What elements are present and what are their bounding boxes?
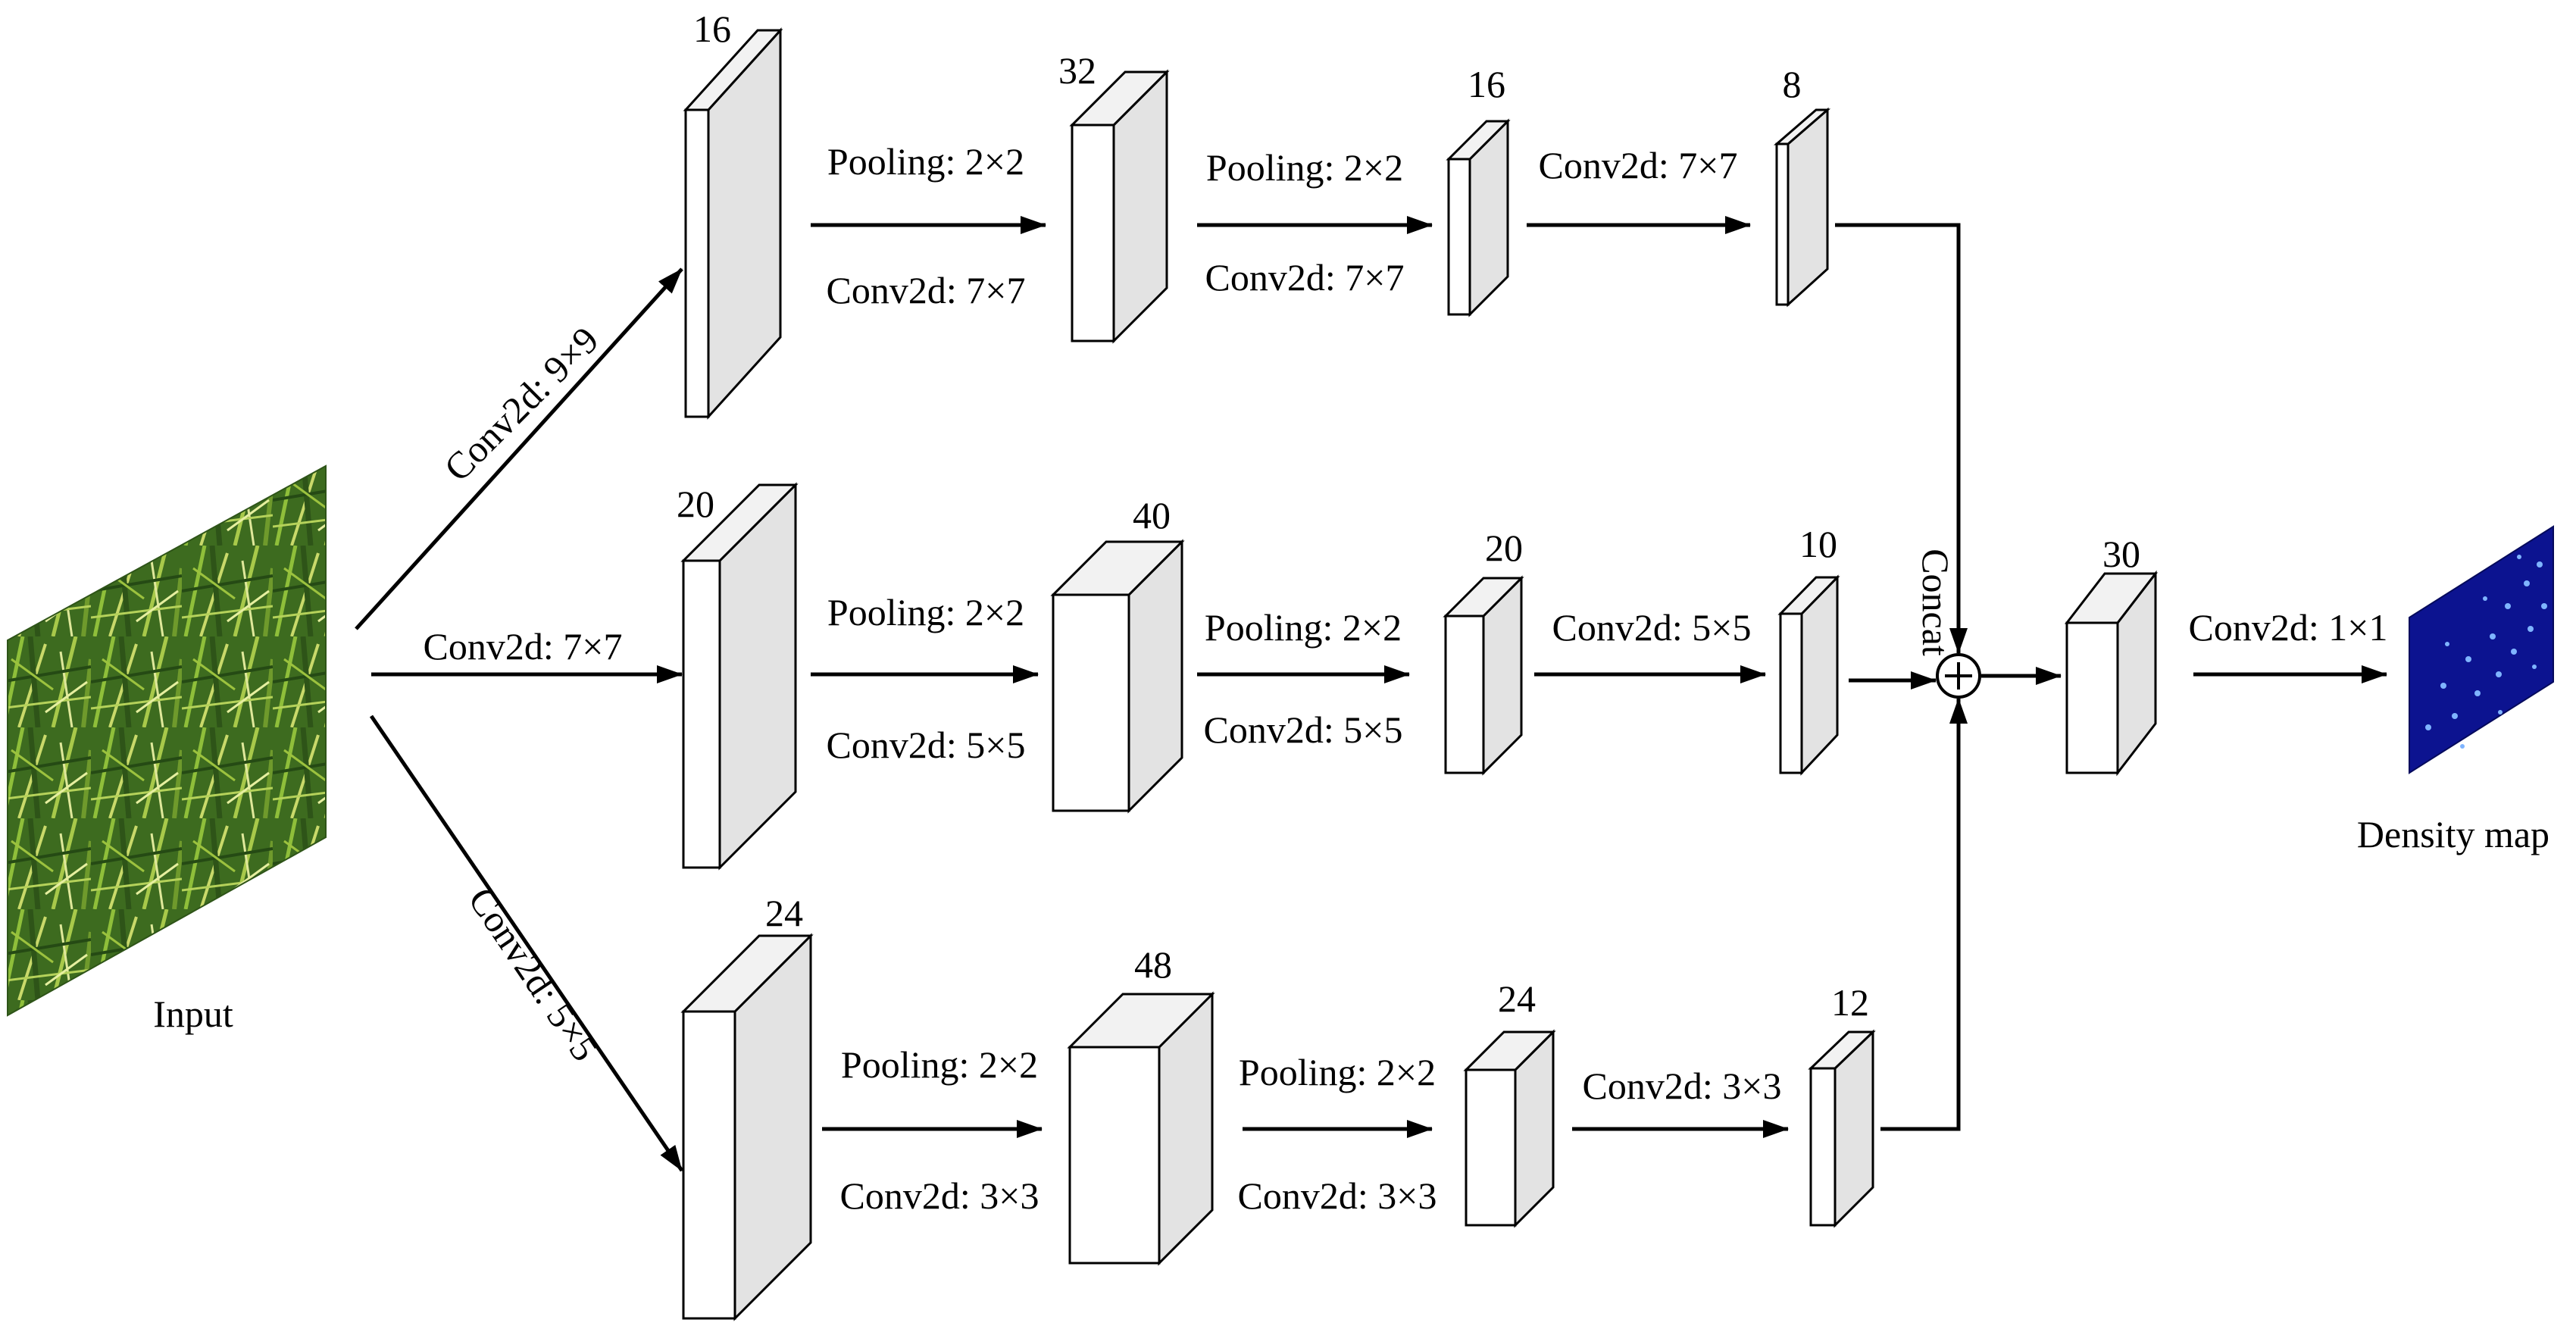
conv-label: Conv2d: 3×3 [840,1174,1039,1217]
block-channel-label: 32 [1058,49,1096,92]
conv-label: Conv2d: 7×7 [827,269,1026,311]
pooling-label: Pooling: 2×2 [1206,146,1403,189]
conv-label: Conv2d: 5×5 [1204,708,1403,751]
branch-2: 20 Pooling: 2×2 Conv2d: 5×5 40 Pooling: … [677,482,1840,871]
block-channel-label: 12 [1831,981,1869,1024]
branch2-input-op-label: Conv2d: 7×7 [424,625,623,668]
feature-block [1050,539,1185,814]
conv-label: Conv2d: 7×7 [1205,256,1405,299]
feature-block [1777,574,1840,776]
feature-block [683,27,783,420]
pooling-label: Pooling: 2×2 [841,1043,1038,1086]
conv-label: Conv2d: 3×3 [1238,1174,1437,1217]
pooling-label: Pooling: 2×2 [827,140,1024,183]
conv-label: Conv2d: 3×3 [1583,1065,1782,1107]
fused-block-channel-label: 30 [2102,533,2140,575]
final-op-label: Conv2d: 1×1 [2189,606,2388,649]
branch-3: 24 Pooling: 2×2 Conv2d: 3×3 48 Pooling: … [680,892,1876,1321]
input-image [7,464,327,1017]
block-channel-label: 48 [1134,943,1172,986]
branch1-input-op-label: Conv2d: 9×9 [436,318,607,489]
feature-block [1463,1029,1556,1228]
density-map-image [2409,525,2554,774]
concat-label: Concat [1915,549,1957,656]
conv-label: Conv2d: 7×7 [1539,144,1738,186]
input-to-branch3-arrow [369,715,684,1172]
block-channel-label: 20 [677,483,714,525]
block-channel-label: 20 [1485,527,1523,569]
feature-block [1446,118,1511,317]
pooling-label: Pooling: 2×2 [827,591,1024,633]
feature-block [680,933,814,1321]
feature-block [1069,69,1170,344]
branch3-input-op-label: Conv2d: 5×5 [460,880,606,1068]
branch-1: 16 Pooling: 2×2 Conv2d: 7×7 32 Pooling: … [683,8,1831,420]
pooling-label: Pooling: 2×2 [1205,606,1402,649]
feature-block [1443,575,1524,776]
block-channel-label: 10 [1799,523,1837,565]
feature-block [1808,1029,1876,1228]
input-to-branch1-arrow [355,267,683,630]
pooling-label: Pooling: 2×2 [1239,1051,1436,1093]
input-label: Input [153,993,233,1035]
block-channel-label: 40 [1133,494,1171,536]
feature-block [1067,991,1215,1266]
conv-label: Conv2d: 5×5 [827,724,1026,766]
block-channel-label: 24 [765,892,803,934]
block-channel-label: 16 [693,8,731,50]
feature-block [680,482,799,871]
block-channel-label: 24 [1498,977,1536,1020]
fused-feature-block [2064,570,2159,777]
branch1-merge-connector [1835,223,1968,654]
conv-label: Conv2d: 5×5 [1552,606,1752,649]
branch3-merge-connector [1880,698,1968,1131]
block-channel-label: 16 [1468,63,1505,105]
concat-symbol [1936,653,1981,699]
feature-block [1773,107,1831,308]
block-channel-label: 8 [1783,63,1802,105]
density-map-label: Density map [2357,813,2549,855]
